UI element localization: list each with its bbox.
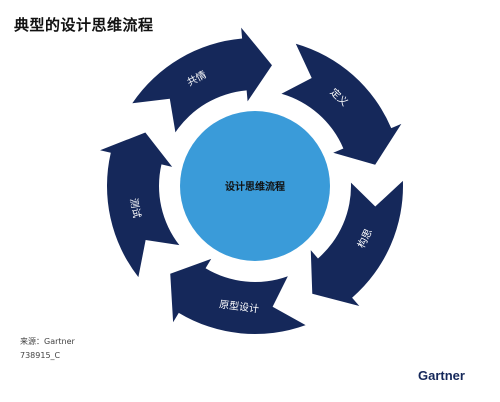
figure-code: 738915_C	[20, 351, 61, 360]
cycle-arrow-3	[170, 258, 306, 334]
source-note: 来源：Gartner	[20, 337, 75, 346]
gartner-logo: Gartner	[418, 368, 465, 383]
page-title: 典型的设计思维流程	[14, 16, 154, 34]
cycle-arrow-2	[310, 180, 404, 306]
step-label-4: 测试	[127, 197, 143, 219]
cycle-arrow-4	[100, 132, 180, 278]
cycle-arrow-5	[132, 27, 272, 133]
center-label: 设计思维流程	[225, 180, 285, 193]
center-circle	[180, 111, 330, 261]
cycle-arrow-1	[281, 43, 402, 165]
